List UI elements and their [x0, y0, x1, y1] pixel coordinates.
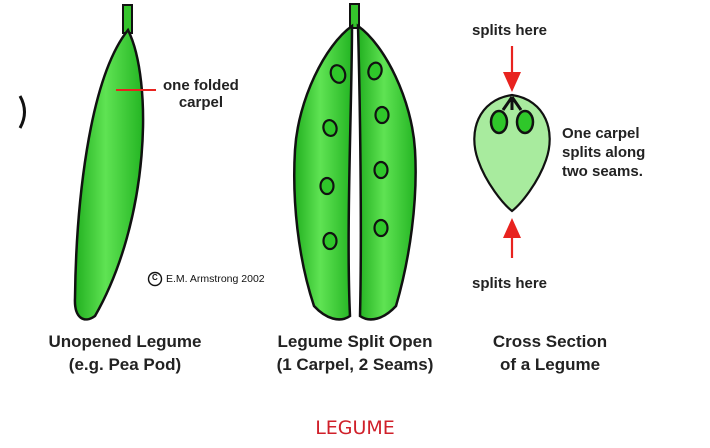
caption-unopened-line1: Unopened Legume [48, 332, 202, 351]
cross-seed-right [515, 109, 535, 135]
copyright-text: E.M. Armstrong 2002 [166, 273, 265, 285]
cross-section [473, 93, 551, 213]
caption-split-open: Legume Split Open (1 Carpel, 2 Seams) [245, 330, 465, 376]
carpel-label-line1: one folded [163, 77, 239, 94]
splits-here-bottom-label: splits here [472, 275, 548, 292]
copyright-symbol: C [152, 273, 158, 282]
seed [322, 231, 338, 251]
seed [322, 118, 338, 138]
carpel-note-line2: splits along [562, 144, 646, 161]
cross-section-body [473, 93, 551, 213]
one-folded-carpel-label: one folded carpel [163, 77, 239, 111]
seed [374, 105, 390, 125]
split-open-pod [293, 3, 417, 321]
page-title: LEGUME [315, 417, 395, 439]
carpel-note-line3: two seams. [562, 163, 643, 180]
splits-here-top-label: splits here [472, 22, 548, 39]
pod-body [73, 27, 145, 321]
split-pod-stem [349, 3, 360, 29]
cross-seed-left [489, 109, 509, 135]
caption-split-open-line1: Legume Split Open [277, 332, 433, 351]
copyright-circle [147, 271, 163, 287]
unopened-pod [73, 4, 145, 321]
carpel-note: One carpel splits along two seams. [562, 124, 645, 181]
caption-unopened: Unopened Legume (e.g. Pea Pod) [20, 330, 230, 376]
carpel-note-line1: One carpel [562, 125, 640, 142]
seed [319, 176, 335, 196]
caption-cross-section: Cross Section of a Legume [455, 330, 645, 376]
caption-unopened-line2: (e.g. Pea Pod) [68, 355, 182, 374]
funiculus-lines [501, 96, 523, 111]
seed [373, 218, 389, 238]
seed [329, 64, 347, 84]
seed [373, 160, 389, 180]
caption-split-open-line2: (1 Carpel, 2 Seams) [276, 355, 434, 374]
top-arrowhead [503, 72, 521, 92]
carpel-label-line2: carpel [178, 94, 224, 111]
caption-cross-section-line1: Cross Section [492, 332, 608, 351]
bottom-arrowhead [503, 218, 521, 238]
split-pod-left-half [293, 23, 354, 321]
caption-cross-section-line2: of a Legume [499, 355, 601, 374]
seed [367, 61, 383, 81]
edge-mark [18, 95, 26, 129]
